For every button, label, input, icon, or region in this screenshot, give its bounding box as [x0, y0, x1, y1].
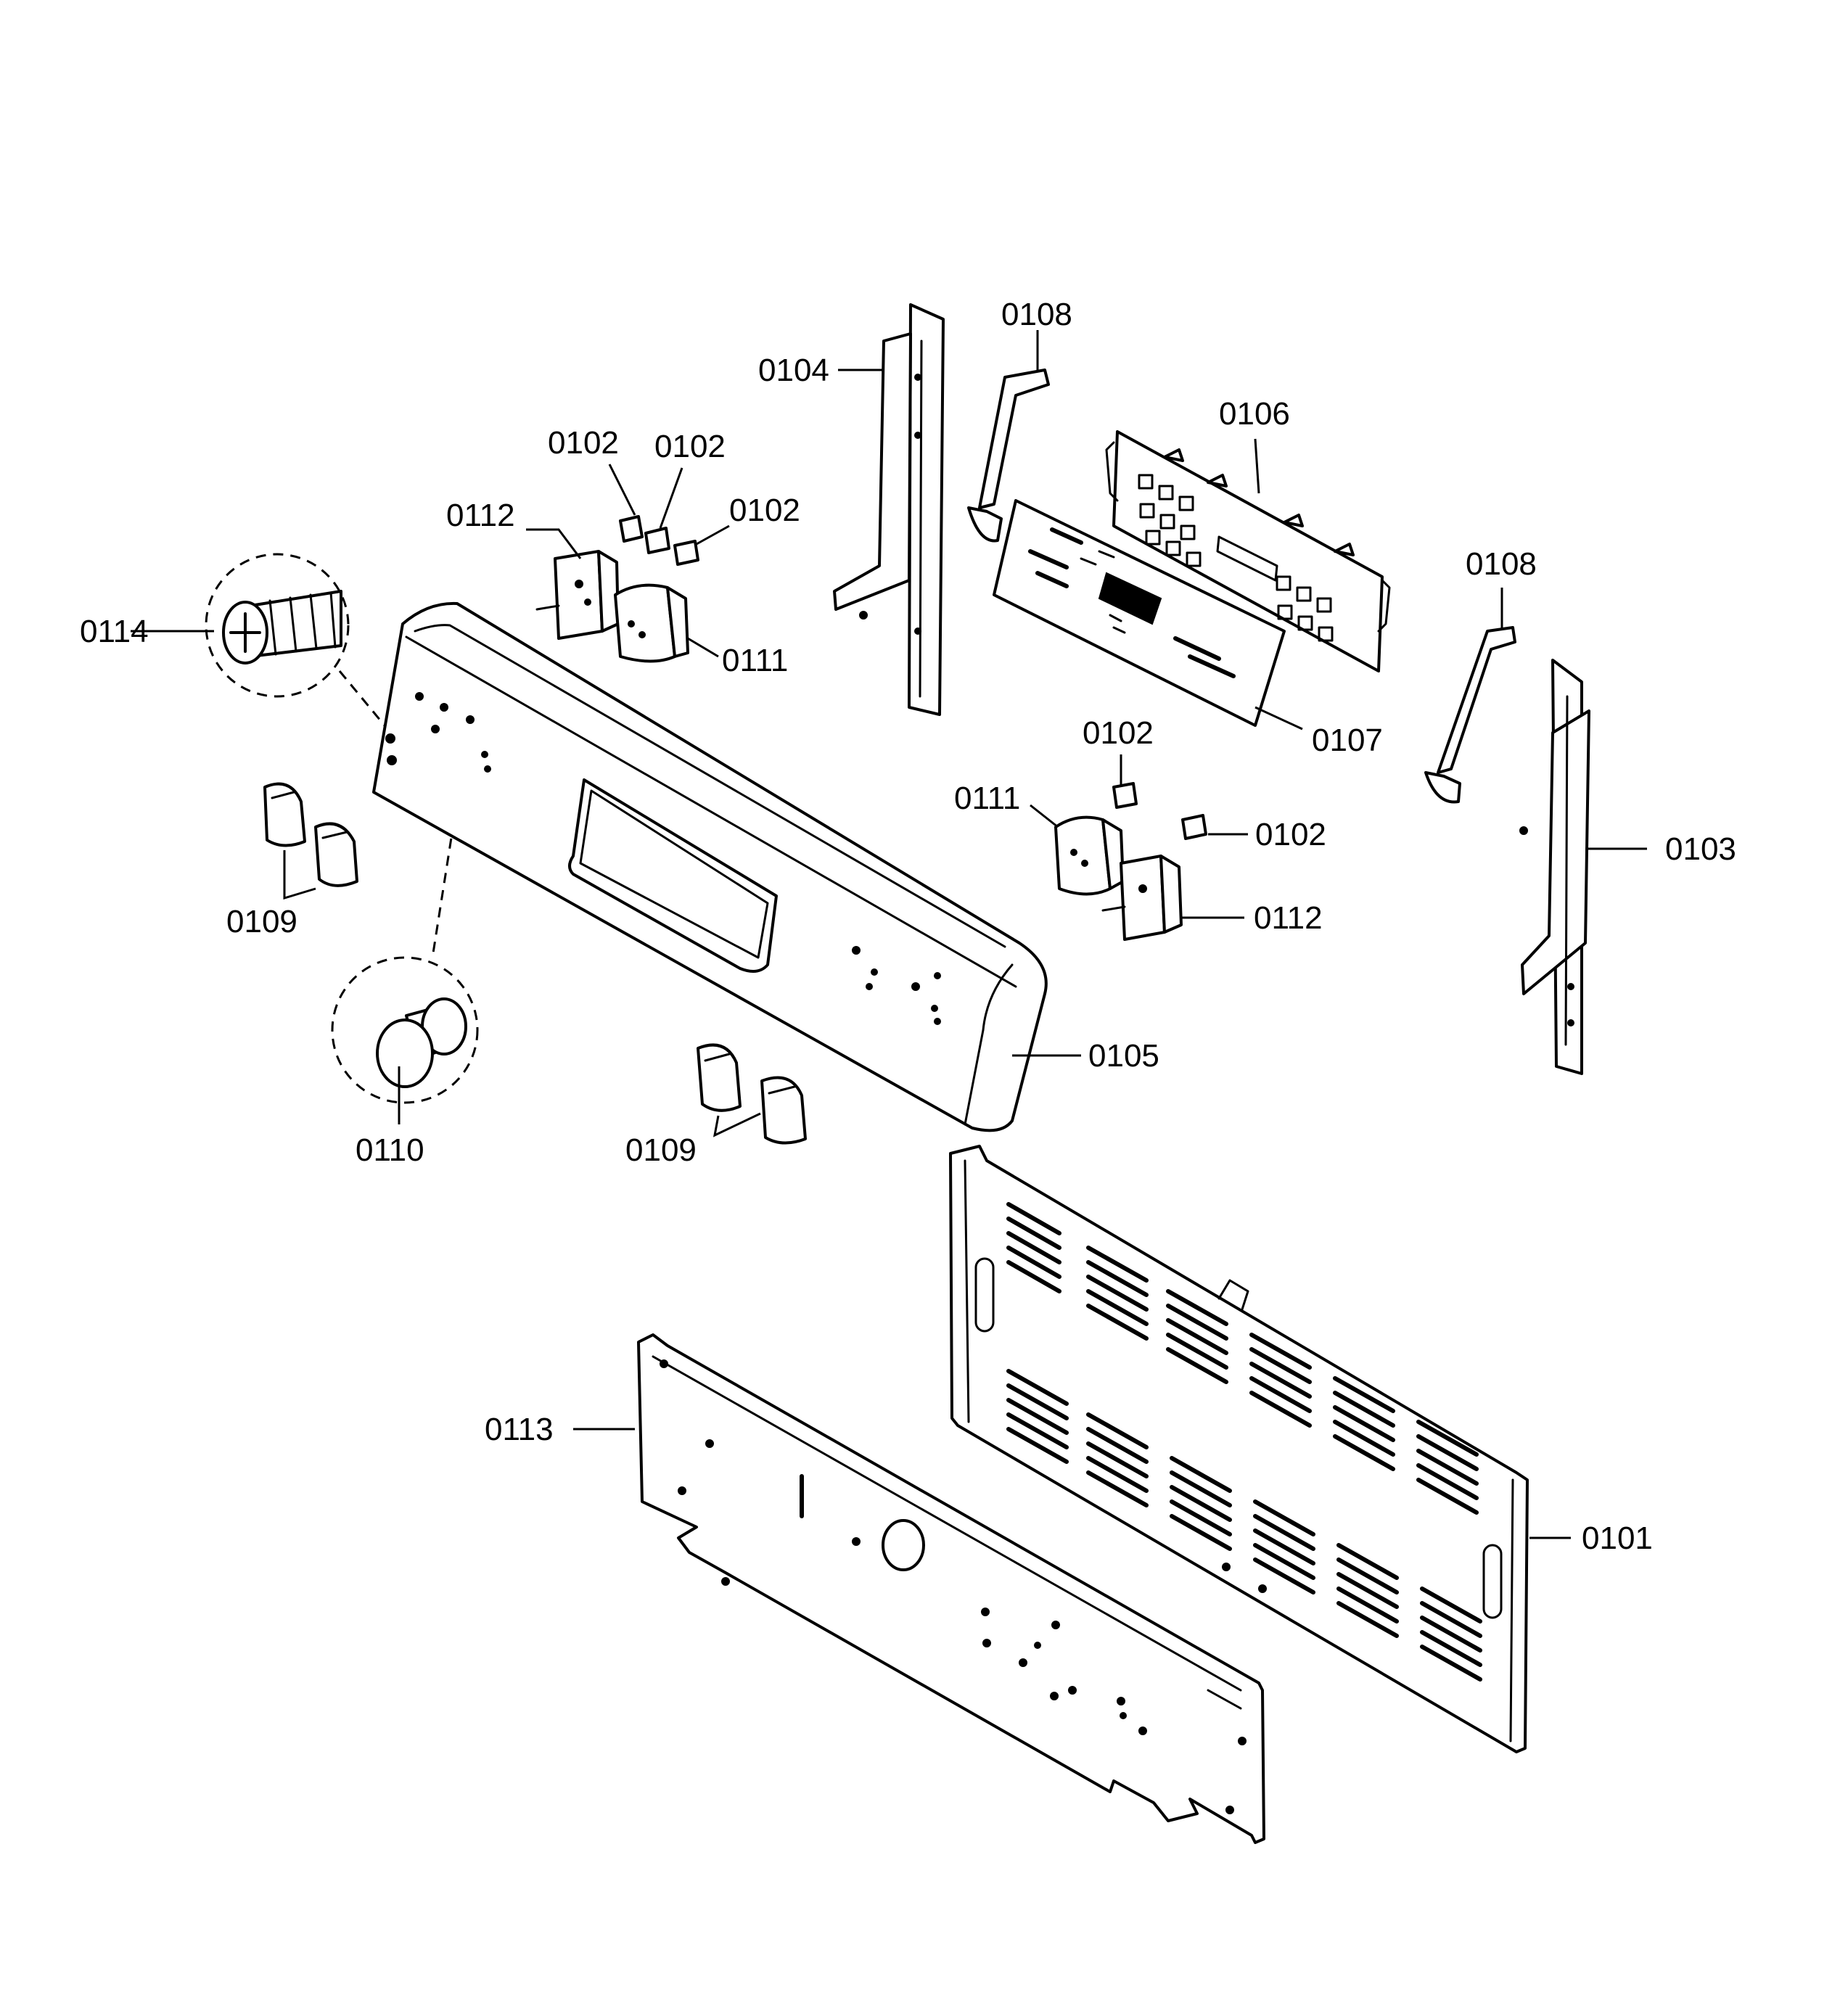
switches-0102-lower [1112, 754, 1248, 840]
callout-0102-upper-c: 0102 [729, 493, 800, 528]
callout-0114: 0114 [80, 614, 149, 649]
callout-0103: 0103 [1665, 831, 1736, 867]
callout-0102-upper-a: 0102 [548, 425, 619, 461]
overlay-0107 [993, 499, 1303, 731]
knobs-0109-left [263, 782, 358, 900]
lower-panel-0113 [573, 1333, 1265, 1844]
callout-0102-upper-b: 0102 [654, 429, 726, 464]
side-bracket-0103 [1519, 659, 1647, 1075]
control-panel-0105 [372, 601, 1081, 1132]
vent-slots [1006, 1202, 1482, 1682]
callout-0107: 0107 [1312, 723, 1383, 758]
switch-0112-lower [1101, 855, 1244, 941]
callout-labels: 0114 0112 0102 0102 0102 0111 0104 0108 … [80, 297, 1736, 1556]
screw-0114 [205, 553, 386, 726]
callout-0105: 0105 [1088, 1038, 1159, 1074]
callout-0108-upper: 0108 [1001, 297, 1072, 332]
callout-0108-lower: 0108 [1466, 546, 1537, 582]
callout-0111-lower: 0111 [954, 781, 1020, 816]
callout-0104: 0104 [758, 353, 829, 388]
hinge-0108-lower [1424, 588, 1516, 804]
callout-0111-upper: 0111 [722, 643, 788, 678]
callout-0112-lower: 0112 [1254, 900, 1323, 936]
callout-0112-upper: 0112 [446, 498, 515, 533]
callout-0113: 0113 [485, 1412, 554, 1447]
callout-0109-center: 0109 [625, 1132, 697, 1168]
callout-0101: 0101 [1582, 1520, 1653, 1556]
callout-0102-lower-b: 0102 [1255, 817, 1326, 852]
callout-0106: 0106 [1219, 396, 1290, 432]
switch-0111-lower [1030, 804, 1125, 896]
hinge-0108-upper [967, 330, 1050, 543]
control-board-0106 [1105, 430, 1391, 672]
switches-0102-upper [608, 464, 730, 566]
callout-0102-lower-a: 0102 [1083, 715, 1154, 751]
rear-panel-0101 [949, 1145, 1571, 1753]
switch-0111-upper [614, 583, 719, 663]
callout-0109-left: 0109 [226, 904, 297, 939]
callout-0110: 0110 [356, 1132, 424, 1168]
switch-0112-upper [526, 528, 620, 640]
side-bracket-0104 [833, 303, 945, 716]
knobs-0109-center [697, 1043, 807, 1145]
